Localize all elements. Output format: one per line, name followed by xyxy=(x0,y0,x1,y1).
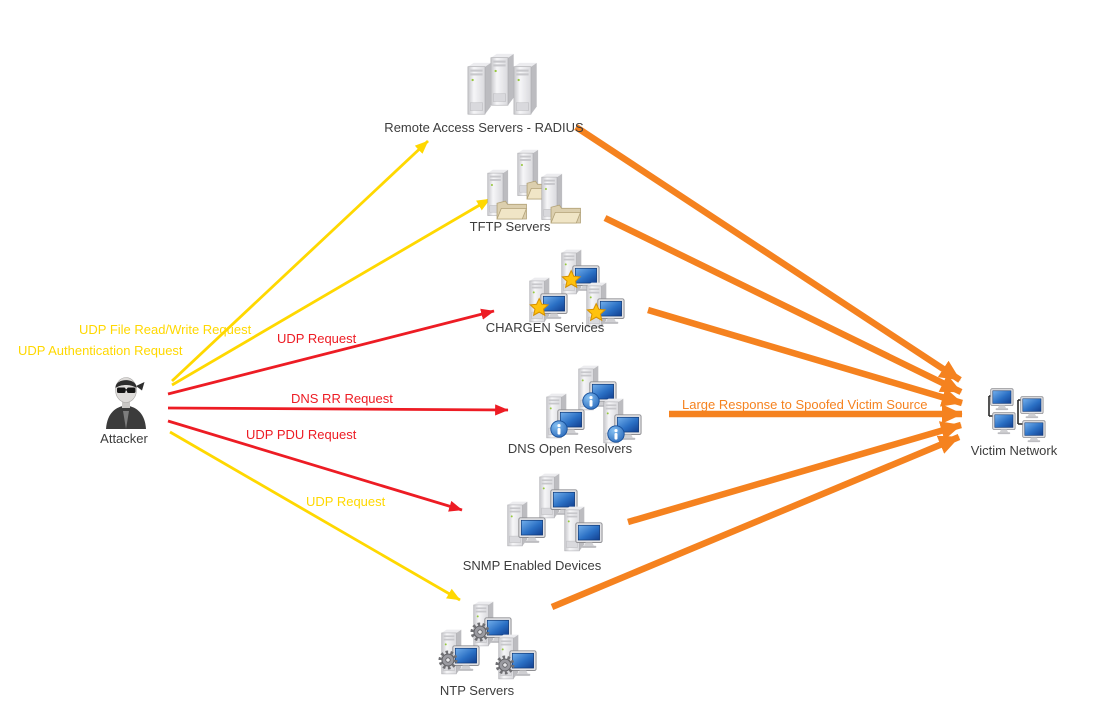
node-label-victim: Victim Network xyxy=(970,443,1058,458)
network-computers-icon xyxy=(988,388,1046,443)
node-label-radius: Remote Access Servers - RADIUS xyxy=(384,120,584,135)
node-label-ntp: NTP Servers xyxy=(439,683,515,698)
edge-attacker-ntp xyxy=(169,430,461,602)
edge-label-udp-file-read-write-request: UDP File Read/Write Request xyxy=(79,322,252,337)
server-monitor-cluster-icon xyxy=(506,472,614,554)
server-monitor-info-cluster-icon xyxy=(545,364,653,446)
edge-tftp-victim xyxy=(603,215,963,395)
node-label-tftp: TFTP Servers xyxy=(469,219,551,234)
server-monitor-star-cluster-icon xyxy=(528,248,636,330)
node-label-snmp: SNMP Enabled Devices xyxy=(462,558,602,573)
node-label-dns: DNS Open Resolvers xyxy=(507,441,633,456)
edge-chargen-victim xyxy=(647,306,963,407)
server-folder-cluster-icon xyxy=(486,148,596,228)
node-label-chargen: CHARGEN Services xyxy=(485,320,605,335)
edge-snmp-victim xyxy=(627,421,962,526)
edge-label-udp-authentication-request: UDP Authentication Request xyxy=(18,343,183,358)
edge-attacker-tftp xyxy=(171,197,491,387)
edge-attacker-dns xyxy=(167,404,509,416)
edge-label-udp-request-chargen: UDP Request xyxy=(277,331,357,346)
edge-label-udp-pdu-request: UDP PDU Request xyxy=(246,427,357,442)
edge-label-udp-request-ntp: UDP Request xyxy=(306,494,386,509)
hacker-icon xyxy=(106,377,146,429)
server-monitor-gear-cluster-icon xyxy=(438,600,548,682)
node-label-attacker: Attacker xyxy=(100,431,148,446)
edge-label-large-response: Large Response to Spoofed Victim Source xyxy=(682,397,928,412)
edge-label-dns-rr-request: DNS RR Request xyxy=(291,391,393,406)
server-cluster-icon xyxy=(467,53,538,115)
